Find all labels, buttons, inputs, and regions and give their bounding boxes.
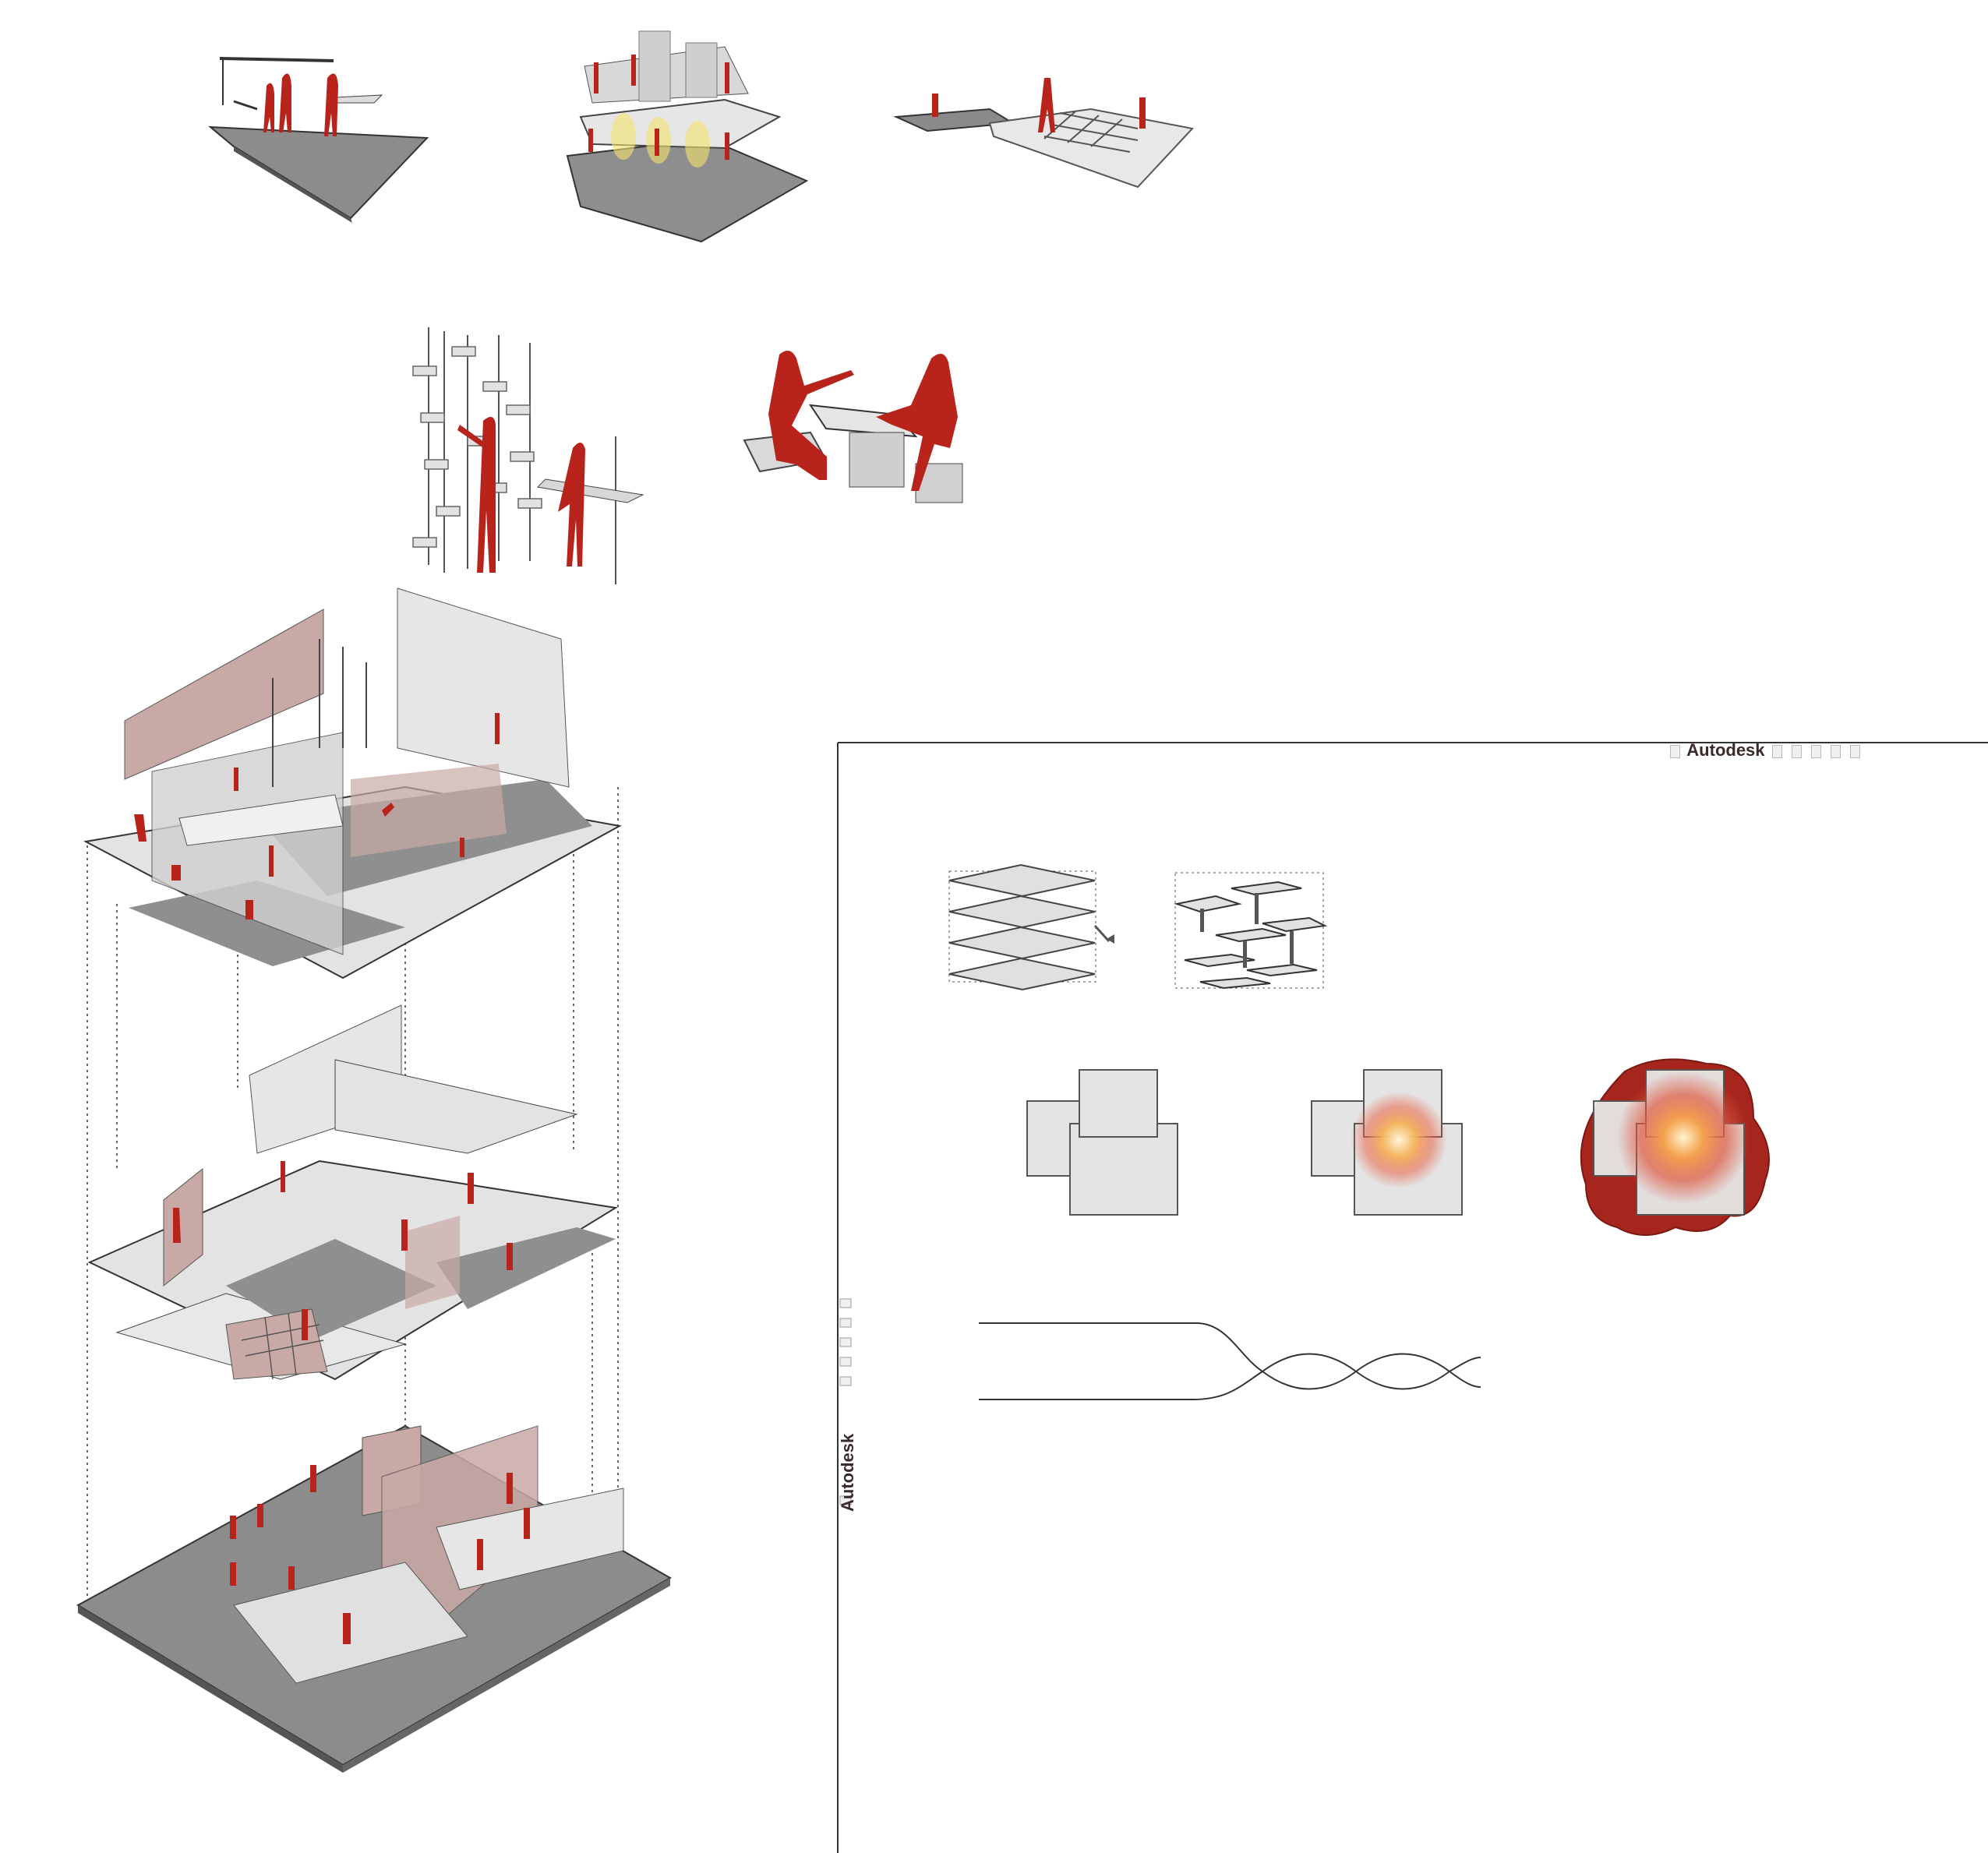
watermark-top-text: Autodesk <box>1686 740 1765 760</box>
diagram-overlap-expanded <box>1580 1058 1770 1236</box>
watermark-side: Autodesk <box>838 1434 858 1512</box>
box-icon <box>1831 744 1841 758</box>
vignette-hanging-rails <box>208 57 429 223</box>
level-1 <box>76 1424 673 1773</box>
right-panel-frame <box>837 742 1988 1853</box>
diagram-offset-plates <box>1174 872 1328 990</box>
diagram-overlap-glow <box>1311 1069 1463 1216</box>
vignette-shelving-wall <box>412 327 644 584</box>
diagram-overlap-plain <box>1026 1069 1178 1216</box>
box-icon <box>1850 744 1861 758</box>
vignette-table-seating <box>743 351 963 503</box>
diagram-braided-lines <box>979 1322 1481 1400</box>
watermark-top: Autodesk <box>1668 740 1863 761</box>
vignette-grid-floor <box>893 78 1194 189</box>
box-icon <box>1670 744 1680 758</box>
watermark-side-text: Autodesk <box>838 1433 857 1512</box>
side-stamp-boxes <box>839 1298 852 1505</box>
box-icon <box>1810 744 1821 758</box>
exploded-axonometric <box>76 588 673 1773</box>
diagram-stacked-plates <box>948 863 1114 991</box>
box-icon <box>1771 744 1782 758</box>
vignette-stacked-platform <box>566 30 809 243</box>
level-3 <box>83 588 622 979</box>
box-icon <box>1791 744 1802 758</box>
level-2 <box>87 1004 618 1381</box>
